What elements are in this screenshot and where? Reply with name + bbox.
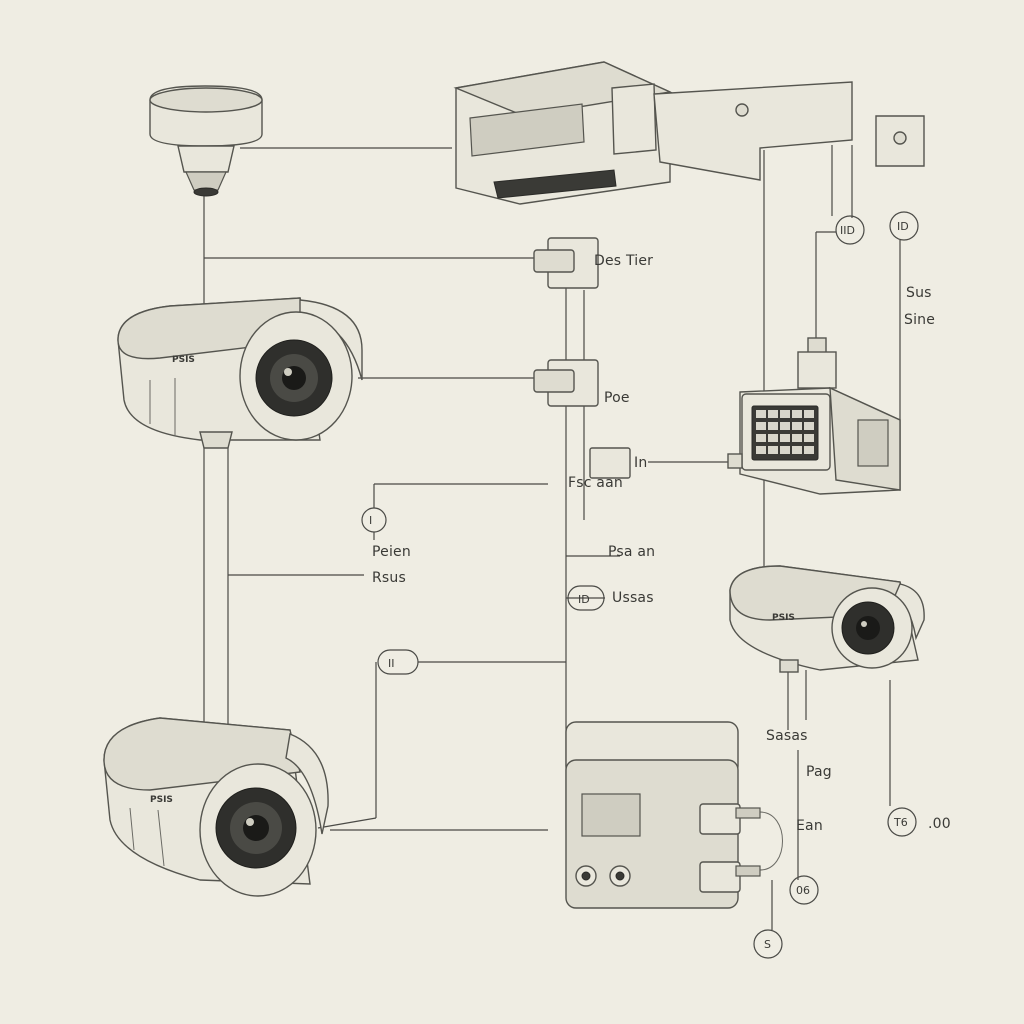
box-port-1-plug	[735, 807, 761, 819]
housing-top	[453, 61, 673, 117]
box-port-1	[699, 803, 741, 835]
box-knob-2-center	[615, 871, 625, 881]
badge-far-right	[887, 807, 917, 837]
junction-1-plug	[533, 249, 575, 273]
cam1-brand: PSIS	[172, 355, 195, 365]
bracket-screw	[893, 131, 907, 145]
badge-top-right-2	[889, 211, 919, 241]
box-port-2-plug	[735, 865, 761, 877]
cam1-connector	[199, 431, 233, 449]
box-display	[581, 793, 641, 837]
badge-top-right-1-text: IID	[840, 224, 855, 237]
bullet-camera-2: PSIS	[103, 717, 329, 897]
badge-fuse	[361, 507, 387, 533]
cam2-seams	[129, 807, 165, 867]
badges: I II ID IID ID T6 06 S	[361, 211, 919, 959]
housing-window	[469, 103, 585, 157]
ir-cable-port	[727, 453, 743, 469]
cam1-lens-glare	[284, 368, 292, 376]
badge-box-right-text: 06	[796, 884, 810, 897]
ir-top-mount	[797, 351, 837, 389]
box-knob-1-center	[581, 871, 591, 881]
label-mid-badge: Ussas	[612, 590, 654, 606]
badge-bottom	[753, 929, 783, 959]
power-box	[565, 721, 761, 909]
label-box-right: Ean	[796, 818, 823, 834]
mount-arm	[653, 81, 853, 181]
label-junction-1: Des Tier	[594, 253, 654, 269]
label-junction-3: In	[634, 455, 648, 471]
dome-neck	[177, 145, 235, 173]
label-cam3-2: Pag	[806, 764, 832, 780]
label-fuse-1: Peien	[372, 544, 411, 560]
label-junction-2: Poe	[604, 390, 630, 406]
junction-connectors	[533, 237, 631, 479]
badge-fuse-text: I	[369, 514, 372, 527]
wire-bottom-cam-out	[317, 817, 377, 829]
badge-mid-left	[377, 649, 419, 675]
wire-box-loop	[759, 811, 783, 871]
cam2-hood	[285, 733, 329, 835]
label-cam3-1: Sasas	[766, 728, 808, 744]
dome-lens-mount	[185, 171, 227, 191]
badge-bottom-text: S	[764, 938, 771, 951]
cam1-seams	[149, 378, 176, 436]
junction-3	[589, 447, 631, 479]
cam3-connector	[779, 659, 799, 673]
arm-screw	[735, 103, 749, 117]
ir-camera	[727, 337, 901, 495]
cam2-lens-center	[243, 815, 269, 841]
label-fuse-2: Rsus	[372, 570, 406, 586]
badge-far-right-text: T6	[893, 816, 908, 829]
cam3-lens-glare	[861, 621, 867, 627]
label-far-right: .00	[928, 816, 951, 832]
ir-side-plate	[857, 419, 889, 467]
label-right-1: Sus	[906, 285, 932, 301]
dome-top	[149, 87, 263, 113]
dome-lens	[193, 187, 219, 197]
label-mid-top: Fsc aan	[568, 475, 623, 491]
ir-led-grid	[756, 410, 814, 454]
cam3-lens	[856, 616, 880, 640]
box-port-2	[699, 861, 741, 893]
junction-2-plug	[533, 369, 575, 393]
cam3-brand: PSIS	[772, 613, 795, 623]
label-mid-tap: Psa an	[608, 544, 656, 560]
cam2-brand: PSIS	[150, 795, 173, 805]
badge-mid-right	[567, 585, 605, 611]
housing-clamp	[611, 83, 657, 155]
badge-top-right-2-text: ID	[897, 220, 909, 233]
cam2-lens-glare	[246, 818, 254, 826]
label-right-2: Sine	[904, 312, 936, 328]
badge-top-right-1	[835, 215, 865, 245]
wall-housing	[453, 61, 925, 205]
bullet-camera-3: PSIS	[729, 565, 925, 673]
bullet-camera-1: PSIS	[117, 297, 363, 449]
badge-box-right	[789, 875, 819, 905]
dome-camera	[149, 85, 263, 197]
badge-mid-right-text: ID	[578, 593, 590, 606]
badge-mid-left-text: II	[388, 657, 395, 670]
housing-vent	[493, 169, 617, 199]
